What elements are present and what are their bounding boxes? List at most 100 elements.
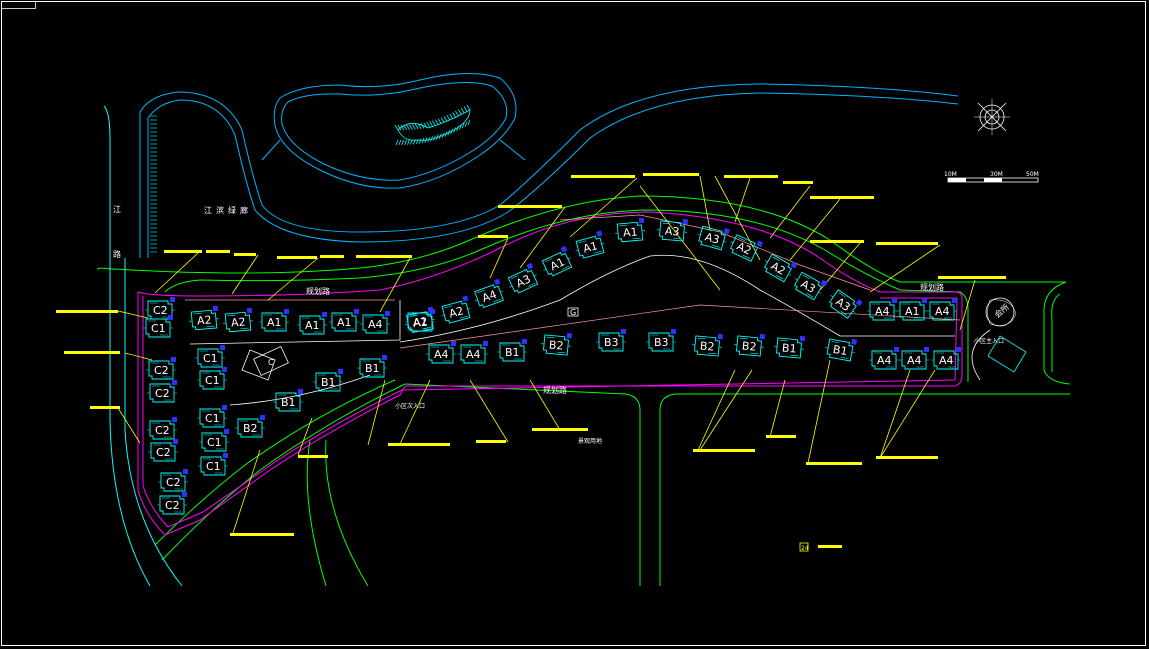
building-footprint bbox=[407, 312, 433, 332]
building-label: A4 bbox=[368, 318, 383, 331]
building-c2: C2 bbox=[146, 357, 176, 380]
leader-line bbox=[769, 185, 811, 239]
building-detail bbox=[426, 346, 456, 362]
building-footprint bbox=[201, 432, 227, 452]
leader-lines bbox=[117, 175, 976, 534]
building-label: A2 bbox=[735, 240, 754, 258]
center-marker: C bbox=[253, 345, 289, 377]
building-label: A2 bbox=[197, 313, 213, 327]
parking-mark bbox=[260, 415, 265, 420]
building-footprint bbox=[428, 344, 454, 364]
building-footprint bbox=[474, 284, 504, 309]
legend: 24 bbox=[799, 542, 842, 552]
building-a3: A3 bbox=[507, 262, 539, 294]
svg-text:C: C bbox=[268, 358, 274, 367]
building-b1: B1 bbox=[774, 335, 806, 359]
parking-mark bbox=[493, 278, 501, 286]
building-b1: B1 bbox=[357, 355, 387, 378]
building-footprint bbox=[575, 235, 605, 259]
parking-mark bbox=[956, 347, 961, 352]
building-footprint bbox=[829, 289, 857, 319]
building-c2: C2 bbox=[147, 417, 177, 440]
building-footprint bbox=[237, 418, 263, 438]
building-b1: B1 bbox=[273, 389, 303, 412]
svg-text:24: 24 bbox=[801, 545, 809, 552]
building-a4: A4 bbox=[927, 298, 957, 321]
building-footprint bbox=[729, 234, 759, 262]
building-detail bbox=[897, 303, 927, 319]
leader-line bbox=[379, 257, 411, 313]
building-footprint bbox=[871, 350, 897, 370]
building-label: C2 bbox=[154, 364, 169, 377]
building-detail bbox=[697, 228, 727, 248]
building-c1: C1 bbox=[197, 367, 227, 390]
building-label: C2 bbox=[155, 387, 170, 400]
building-footprint bbox=[331, 312, 357, 332]
building-label: A3 bbox=[703, 230, 720, 246]
building-detail bbox=[646, 334, 676, 350]
building-detail bbox=[329, 314, 359, 330]
building-label: A4 bbox=[907, 354, 922, 367]
building-footprint bbox=[616, 221, 644, 243]
building-footprint bbox=[929, 301, 955, 321]
building-detail bbox=[147, 422, 177, 438]
building-label: A1 bbox=[413, 316, 428, 329]
annotation-bar bbox=[356, 255, 412, 258]
leader-line bbox=[529, 379, 561, 431]
building-detail bbox=[657, 222, 687, 240]
building-detail bbox=[148, 444, 178, 460]
parking-mark bbox=[851, 338, 858, 345]
building-detail bbox=[794, 274, 822, 298]
main-entrance-label: 小区主入口 bbox=[974, 337, 1004, 345]
building-footprint bbox=[315, 372, 341, 392]
compass-rose bbox=[974, 99, 1010, 135]
building-label: A2 bbox=[412, 315, 429, 330]
building-detail bbox=[830, 292, 856, 316]
building-detail bbox=[730, 237, 758, 259]
building-detail bbox=[157, 497, 187, 513]
parking-mark bbox=[220, 345, 225, 350]
parking-mark bbox=[952, 298, 957, 303]
building-footprint bbox=[145, 318, 171, 338]
building-a1: A1 bbox=[329, 309, 359, 332]
building-detail bbox=[357, 360, 387, 376]
leader-line bbox=[231, 254, 259, 295]
building-detail bbox=[869, 352, 899, 368]
building-footprint bbox=[359, 358, 385, 378]
island-feature bbox=[394, 104, 471, 146]
annotation-bar bbox=[478, 235, 508, 238]
building-footprint bbox=[869, 301, 895, 321]
building-footprint bbox=[899, 301, 925, 321]
building-detail bbox=[899, 352, 929, 368]
building-footprint bbox=[299, 315, 325, 335]
annotation-bar bbox=[532, 428, 588, 431]
leader-line bbox=[267, 257, 319, 301]
building-a4: A4 bbox=[458, 341, 488, 364]
building-label: B1 bbox=[321, 376, 336, 389]
building-footprint bbox=[763, 253, 793, 283]
parking-mark bbox=[924, 347, 929, 352]
parking-mark bbox=[560, 245, 568, 253]
building-footprint bbox=[160, 472, 186, 492]
building-label: C1 bbox=[151, 322, 166, 335]
building-footprint bbox=[826, 338, 854, 362]
parking-mark bbox=[170, 297, 175, 302]
building-footprint bbox=[901, 350, 927, 370]
leader-line bbox=[469, 379, 509, 443]
building-label: A3 bbox=[514, 272, 533, 290]
annotation-bar bbox=[164, 250, 202, 253]
parking-mark bbox=[922, 298, 927, 303]
parking-mark bbox=[298, 389, 303, 394]
leader-line bbox=[734, 177, 751, 223]
leader-line bbox=[569, 177, 638, 238]
building-label: C2 bbox=[165, 499, 180, 512]
building-label: B1 bbox=[832, 343, 849, 358]
building-detail bbox=[867, 303, 897, 319]
left-road-label-2: 路 bbox=[113, 249, 122, 258]
parking-mark bbox=[451, 341, 456, 346]
parking-mark bbox=[759, 333, 766, 340]
building-detail bbox=[927, 303, 957, 319]
